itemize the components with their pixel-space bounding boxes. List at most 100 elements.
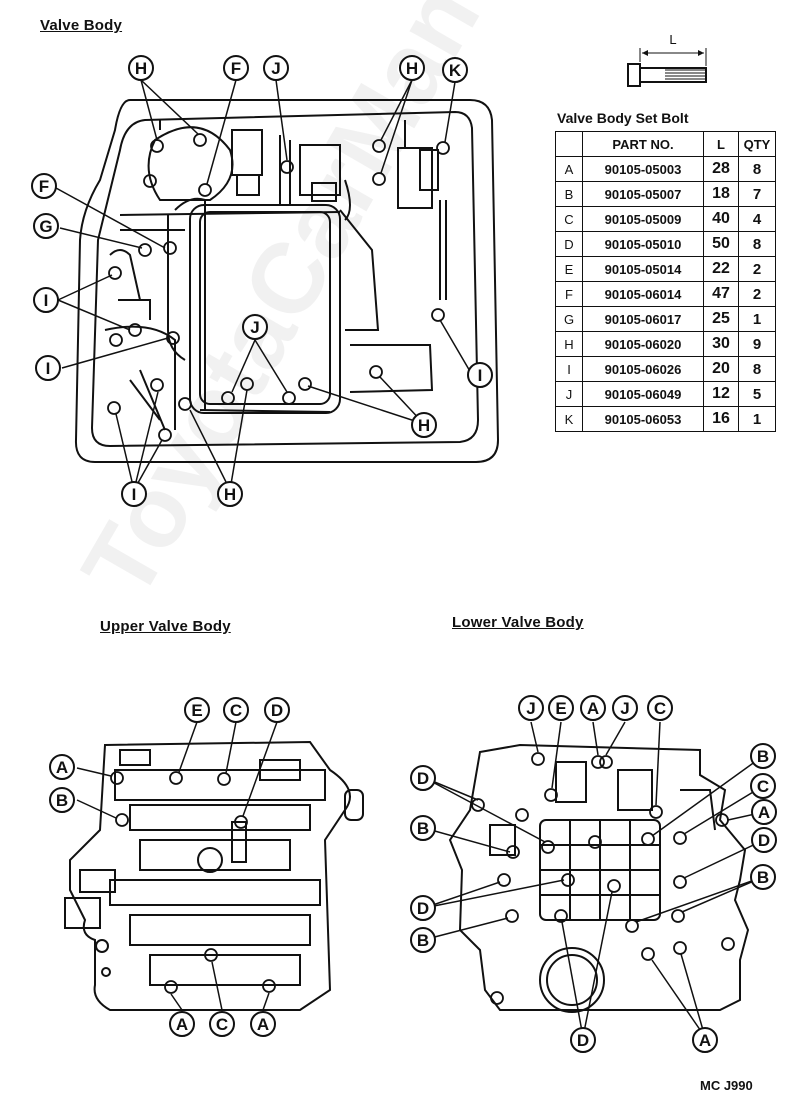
lower-valve-body-leaders	[422, 721, 765, 1038]
part-number: 90105-05009	[582, 206, 704, 232]
callout-d: D	[751, 827, 777, 853]
bolt-length-label: L	[669, 32, 676, 47]
bolt-qty: 2	[738, 281, 776, 307]
bolt-length: 50	[703, 231, 739, 257]
bolt-illustration	[627, 48, 707, 87]
header-qty: QTY	[738, 131, 776, 157]
callout-i: I	[467, 362, 493, 388]
svg-text:F: F	[39, 177, 49, 196]
bolt-table-title: Valve Body Set Bolt	[557, 110, 689, 126]
callout-c: C	[209, 1011, 235, 1037]
svg-text:D: D	[577, 1031, 589, 1050]
callout-f: F	[223, 55, 249, 81]
svg-text:A: A	[587, 699, 599, 718]
callout-f: F	[31, 173, 57, 199]
valve-body-bolt-holes	[107, 133, 450, 442]
callout-c: C	[647, 695, 673, 721]
callout-j: J	[263, 55, 289, 81]
callout-i: I	[33, 287, 59, 313]
callout-b: B	[410, 927, 436, 953]
bolt-length: 22	[703, 256, 739, 282]
callout-a: A	[580, 695, 606, 721]
callout-h: H	[217, 481, 243, 507]
callout-d: D	[264, 697, 290, 723]
bolt-key: F	[555, 281, 583, 307]
bolt-key: D	[555, 231, 583, 257]
svg-text:J: J	[526, 699, 535, 718]
callout-e: E	[548, 695, 574, 721]
callout-h: H	[128, 55, 154, 81]
svg-text:H: H	[406, 59, 418, 78]
callout-a: A	[49, 754, 75, 780]
part-number: 90105-06053	[582, 406, 704, 432]
lower-valve-body-title: Lower Valve Body	[452, 614, 584, 631]
bolt-table-header-row: PART NO. L QTY	[555, 131, 776, 157]
callout-i: I	[121, 481, 147, 507]
upper-valve-body-drawing	[64, 740, 364, 1011]
callout-b: B	[49, 787, 75, 813]
upper-valve-body-title: Upper Valve Body	[100, 618, 231, 635]
svg-text:I: I	[46, 359, 51, 378]
bolt-qty: 8	[738, 231, 776, 257]
svg-text:D: D	[417, 899, 429, 918]
svg-text:C: C	[216, 1015, 228, 1034]
bolt-length: 30	[703, 331, 739, 357]
callout-h: H	[399, 55, 425, 81]
callout-a: A	[169, 1011, 195, 1037]
bolt-key: G	[555, 306, 583, 332]
svg-text:I: I	[44, 291, 49, 310]
svg-text:E: E	[555, 699, 566, 718]
svg-text:I: I	[132, 485, 137, 504]
svg-text:D: D	[271, 701, 283, 720]
svg-text:I: I	[478, 366, 483, 385]
callout-k: K	[442, 57, 468, 83]
bolt-key: A	[555, 156, 583, 182]
bolt-key: H	[555, 331, 583, 357]
callout-j: J	[518, 695, 544, 721]
callout-e: E	[184, 697, 210, 723]
callout-b: B	[410, 815, 436, 841]
callout-i: I	[35, 355, 61, 381]
callout-c: C	[223, 697, 249, 723]
svg-text:A: A	[758, 803, 770, 822]
svg-text:G: G	[39, 217, 52, 236]
valve-body-callouts: H F J H K F G I I J I I H H	[31, 55, 493, 507]
header-length: L	[703, 131, 739, 157]
part-number: 90105-05014	[582, 256, 704, 282]
bolt-key: E	[555, 256, 583, 282]
bolt-length: 40	[703, 206, 739, 232]
part-number: 90105-05003	[582, 156, 704, 182]
callout-a: A	[250, 1011, 276, 1037]
svg-text:A: A	[257, 1015, 269, 1034]
svg-text:D: D	[758, 831, 770, 850]
part-number: 90105-06020	[582, 331, 704, 357]
part-number: 90105-05007	[582, 181, 704, 207]
bolt-qty: 8	[738, 356, 776, 382]
bolt-key: C	[555, 206, 583, 232]
svg-text:C: C	[230, 701, 242, 720]
part-number: 90105-05010	[582, 231, 704, 257]
svg-text:H: H	[418, 416, 430, 435]
svg-text:H: H	[135, 59, 147, 78]
lower-valve-body-bolt-holes	[471, 752, 735, 1005]
bolt-qty: 1	[738, 406, 776, 432]
upper-valve-body-bolt-holes	[110, 771, 276, 994]
bolt-length: 25	[703, 306, 739, 332]
part-number: 90105-06017	[582, 306, 704, 332]
svg-text:B: B	[56, 791, 68, 810]
svg-text:F: F	[231, 59, 241, 78]
svg-text:A: A	[176, 1015, 188, 1034]
figure-code: MC J990	[700, 1078, 753, 1093]
callout-g: G	[33, 213, 59, 239]
svg-text:E: E	[191, 701, 202, 720]
svg-text:J: J	[271, 59, 280, 78]
